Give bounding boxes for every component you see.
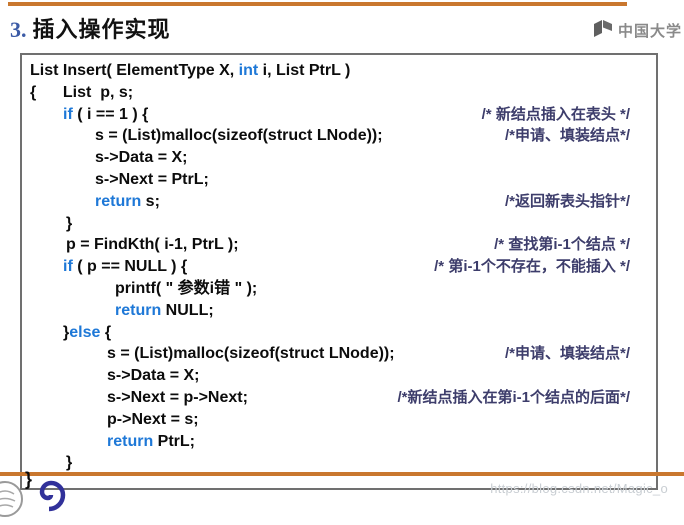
code-statement: }else {: [22, 322, 111, 344]
code-statement: s = (List)malloc(sizeof(struct LNode));: [22, 125, 383, 147]
code-text-segment: i, List PtrL ): [258, 62, 351, 79]
page-title-number: 3.: [10, 17, 27, 42]
code-text-segment: s->Data = X;: [95, 149, 188, 167]
spiral-icon: [33, 479, 67, 518]
code-line: s->Next = p->Next; /*新结点插入在第i-1个结点的后面*/: [22, 387, 656, 409]
code-text-segment: p->Next = s;: [107, 410, 199, 428]
code-statement: return s;: [22, 191, 160, 213]
code-text-segment: }: [63, 323, 70, 341]
code-keyword: return: [95, 192, 142, 210]
code-statement: s->Next = p->Next;: [22, 387, 248, 409]
code-comment: /* 查找第i-1个结点 */: [494, 236, 630, 254]
code-comment: /*申请、填装结点*/: [504, 345, 630, 363]
code-line: s->Data = X;: [22, 147, 656, 169]
code-statement: }: [22, 452, 72, 474]
code-statement: }: [22, 213, 72, 235]
code-statement: { List p, s;: [22, 82, 133, 104]
code-line: List Insert( ElementType X, int i, List …: [22, 60, 656, 82]
code-comment: /*新结点插入在第i-1个结点的后面*/: [397, 388, 630, 406]
code-text-segment: ( i == 1 ) {: [72, 105, 149, 123]
code-statement: if ( i == 1 ) {: [22, 104, 148, 126]
code-text-segment: s->Data = X;: [107, 367, 200, 385]
code-statement: return NULL;: [22, 300, 214, 322]
code-text-segment: PtrL;: [153, 432, 196, 450]
code-statement: s->Data = X;: [22, 147, 187, 169]
watermark-url: https://blog.csdn.net/Magic_o: [490, 481, 668, 496]
function-closing-brace: }: [25, 469, 33, 489]
bottom-accent-rule: [0, 472, 684, 476]
code-statement: s->Next = PtrL;: [22, 169, 209, 191]
page-title-text: 插入操作实现: [32, 17, 171, 42]
code-comment: /*申请、填装结点*/: [504, 127, 630, 145]
code-text-segment: s->Next = p->Next;: [107, 388, 248, 406]
code-line: s = (List)malloc(sizeof(struct LNode)); /…: [22, 125, 656, 147]
code-text-segment: { List p, s;: [30, 83, 134, 101]
code-statement: p->Next = s;: [22, 409, 199, 431]
code-line: }: [22, 213, 656, 235]
code-text-segment: s = (List)malloc(sizeof(struct LNode));: [107, 345, 395, 363]
code-text-segment: NULL;: [161, 301, 214, 319]
code-statement: p = FindKth( i-1, PtrL );: [22, 234, 239, 256]
code-statement: return PtrL;: [22, 431, 195, 453]
code-line: { List p, s;: [22, 82, 656, 104]
top-accent-rule: [8, 2, 627, 6]
code-line: return NULL;: [22, 300, 656, 322]
code-statement: if ( p == NULL ) {: [22, 256, 187, 278]
code-text-segment: s;: [141, 192, 160, 210]
code-line: return s; /*返回新表头指针*/: [22, 191, 656, 213]
code-text-segment: }: [66, 454, 73, 472]
code-comment: /* 新结点插入在表头 */: [481, 105, 630, 123]
code-comment: /*返回新表头指针*/: [504, 192, 630, 210]
seal-icon: [0, 478, 26, 525]
code-keyword: if: [63, 105, 73, 123]
code-line: if ( i == 1 ) { /* 新结点插入在表头 */: [22, 104, 656, 126]
code-line: p->Next = s;: [22, 409, 656, 431]
code-keyword: else: [69, 323, 101, 341]
code-text-segment: {: [100, 323, 112, 341]
code-panel: List Insert( ElementType X, int i, List …: [20, 53, 658, 490]
code-line: }else {: [22, 322, 656, 344]
code-line: s->Data = X;: [22, 365, 656, 387]
code-keyword: int: [238, 62, 259, 79]
code-text-segment: ( p == NULL ) {: [72, 258, 188, 276]
code-line: printf( " 参数i错 " );: [22, 278, 656, 300]
code-line: s->Next = PtrL;: [22, 169, 656, 191]
code-text-segment: printf( " 参数i错 " );: [115, 279, 258, 297]
code-text-segment: List Insert( ElementType X,: [30, 62, 239, 79]
code-text-segment: p = FindKth( i-1, PtrL );: [66, 236, 239, 254]
code-text-segment: s = (List)malloc(sizeof(struct LNode));: [95, 127, 383, 145]
mooc-brand-logo: 中国大学: [592, 18, 682, 43]
code-statement: printf( " 参数i错 " );: [22, 278, 257, 300]
code-comment: /* 第i-1个不存在，不能插入 */: [434, 258, 630, 276]
code-text-segment: }: [66, 214, 73, 232]
brand-text: 中国大学: [617, 23, 682, 40]
code-line: }: [22, 452, 656, 474]
code-text-segment: s->Next = PtrL;: [95, 170, 209, 188]
code-line: p = FindKth( i-1, PtrL ); /* 查找第i-1个结点 */: [22, 234, 656, 256]
code-keyword: return: [107, 432, 154, 450]
code-keyword: return: [115, 301, 162, 319]
code-statement: List Insert( ElementType X, int i, List …: [22, 60, 350, 82]
code-lines: List Insert( ElementType X, int i, List …: [22, 55, 656, 474]
code-line: if ( p == NULL ) { /* 第i-1个不存在，不能插入 */: [22, 256, 656, 278]
book-flag-icon: [592, 18, 614, 43]
code-line: s = (List)malloc(sizeof(struct LNode)); /…: [22, 343, 656, 365]
code-statement: s = (List)malloc(sizeof(struct LNode));: [22, 343, 395, 365]
page-title: 3.插入操作实现: [10, 12, 171, 44]
code-line: return PtrL;: [22, 431, 656, 453]
code-statement: s->Data = X;: [22, 365, 199, 387]
code-keyword: if: [63, 258, 73, 276]
